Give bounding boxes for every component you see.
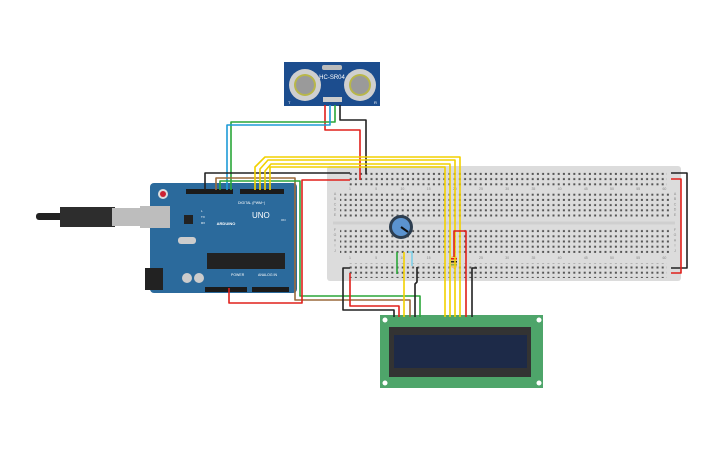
rx-label: RX [201, 221, 205, 225]
wires [204, 105, 688, 317]
wire-brown[interactable] [215, 177, 411, 317]
column-number: 55 [636, 256, 640, 260]
column-number: 45 [584, 187, 588, 191]
row-label: I [675, 244, 676, 248]
potentiometer[interactable] [389, 215, 413, 239]
row-label: H [674, 238, 677, 242]
row-label: G [334, 233, 337, 237]
wire-yellow-d3[interactable] [264, 163, 451, 317]
wire-yellow-d4[interactable] [259, 159, 456, 317]
column-number: 60 [662, 256, 666, 260]
wire-lcd-gnd[interactable] [342, 267, 395, 317]
column-number: 5 [375, 187, 377, 191]
column-number: 10 [400, 187, 404, 191]
column-number: 10 [400, 256, 404, 260]
column-number: 40 [558, 256, 562, 260]
column-number: 55 [636, 187, 640, 191]
row-label: A [334, 192, 337, 196]
column-number: 1 [349, 256, 351, 260]
row-label: F [674, 228, 676, 232]
row-label: E [334, 213, 337, 217]
wire-arduino-gnd[interactable] [204, 172, 350, 190]
wire-sensor-vcc[interactable] [324, 105, 361, 180]
column-number: 35 [531, 187, 535, 191]
wire-lcd-k[interactable] [471, 267, 477, 317]
wire-pot-gnd[interactable] [414, 267, 418, 317]
wire-sensor-trig[interactable] [226, 105, 331, 190]
column-number: 50 [610, 256, 614, 260]
column-number: 25 [479, 187, 483, 191]
sensor-label: HC-SR04 [319, 75, 345, 81]
column-number: 15 [427, 256, 431, 260]
row-label: J [674, 249, 676, 253]
wire-green-lcd[interactable] [219, 180, 421, 317]
wire-sensor-echo[interactable] [230, 105, 336, 190]
row-label: F [334, 228, 336, 232]
column-number: 35 [531, 256, 535, 260]
wire-pot-blue[interactable] [408, 251, 413, 266]
row-label: I [335, 244, 336, 248]
wire-lcd-vcc[interactable] [349, 273, 400, 317]
row-label: H [334, 238, 337, 242]
breadboard[interactable]: 1510152025303540455055601510152025303540… [327, 166, 681, 281]
column-number: 30 [505, 187, 509, 191]
row-label: C [674, 202, 677, 206]
row-label: J [334, 249, 336, 253]
column-number: 40 [558, 187, 562, 191]
wire-sensor-gnd[interactable] [339, 105, 367, 174]
on-label: ON [281, 218, 286, 222]
sensor-corner-t: T [288, 100, 291, 105]
usb-cable[interactable] [36, 207, 152, 227]
wire-arduino-5v[interactable] [228, 179, 350, 304]
tx-label: TX [201, 215, 205, 219]
lcd-16x2[interactable] [380, 315, 543, 388]
l-label: L [201, 209, 203, 213]
column-number: 5 [375, 256, 377, 260]
row-label: A [674, 192, 677, 196]
ultrasonic-sensor[interactable]: HC-SR04 T R [284, 62, 380, 106]
wire-yellow-d2[interactable] [269, 166, 446, 317]
column-number: 25 [479, 256, 483, 260]
row-label: B [334, 197, 337, 201]
row-label: G [674, 233, 677, 237]
row-label: D [334, 208, 337, 212]
resistor [451, 256, 457, 268]
column-number: 15 [427, 187, 431, 191]
power-label: POWER [231, 273, 245, 277]
column-number: 30 [505, 256, 509, 260]
digital-label: DIGITAL (PWM~) [238, 201, 265, 205]
row-label: D [674, 208, 677, 212]
row-label: E [674, 213, 677, 217]
column-number: 50 [610, 187, 614, 191]
analog-label: ANALOG IN [258, 273, 278, 277]
wire-rail-gnd-right[interactable] [671, 172, 688, 269]
column-number: 60 [662, 187, 666, 191]
row-label: C [334, 202, 337, 206]
arduino-uno[interactable]: ARDUINO UNO DIGITAL (PWM~) POWER ANALOG … [140, 183, 297, 293]
wire-lcd-backlight[interactable] [453, 230, 467, 317]
wire-rail-vcc-right[interactable] [671, 178, 682, 274]
arduino-model: UNO [252, 211, 270, 220]
row-label: B [674, 197, 677, 201]
arduino-logo: ARDUINO [217, 221, 236, 226]
sensor-corner-r: R [374, 100, 377, 105]
column-number: 45 [584, 256, 588, 260]
wire-yellow-d5[interactable] [254, 156, 461, 317]
column-number: 1 [349, 187, 351, 191]
